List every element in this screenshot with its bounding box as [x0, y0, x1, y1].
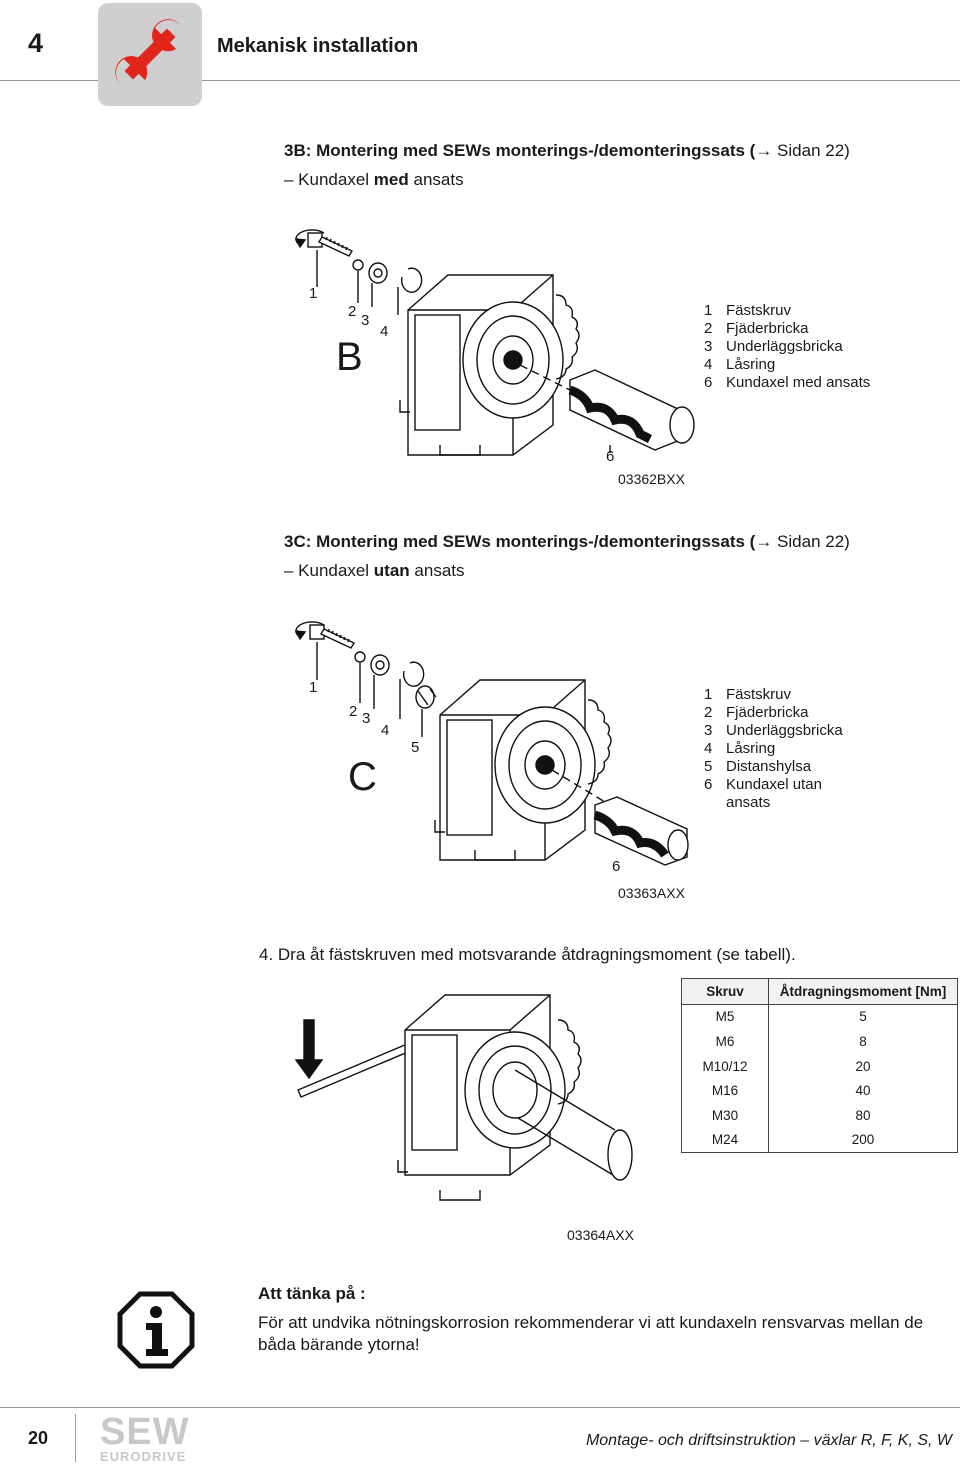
figure-torque-code: 03364AXX [567, 1227, 634, 1243]
callout-b-1: 1 [309, 285, 318, 302]
document-title: Montage- och driftsinstruktion – växlar … [585, 1432, 952, 1449]
callout-c-1: 1 [309, 679, 318, 696]
table-cell: M5 [681, 1004, 769, 1030]
column-header-screw: Skruv [681, 978, 769, 1005]
callout-b-4: 4 [380, 323, 389, 340]
table-header-row: Skruv Åtdragningsmoment [Nm] [681, 978, 958, 1005]
note-title: Att tänka på : [258, 1284, 366, 1303]
figure-c-code: 03363AXX [618, 885, 685, 901]
callout-c-2: 2 [349, 703, 358, 720]
table-cell: 80 [768, 1102, 958, 1128]
footer-separator [75, 1414, 76, 1462]
section-c-title: 3C: Montering med SEWs monterings-/demon… [284, 532, 850, 551]
table-cell: 5 [768, 1004, 958, 1030]
table-cell: 20 [768, 1053, 958, 1079]
callout-b-2: 2 [348, 303, 357, 320]
info-icon [117, 1291, 195, 1369]
callout-c-5: 5 [411, 739, 420, 756]
footer-rule [0, 1407, 960, 1408]
note-text: För att undvika nötningskorrosion rekomm… [258, 1313, 924, 1354]
logo-sub: EURODRIVE [100, 1449, 187, 1464]
callout-c-4: 4 [381, 722, 390, 739]
section-b-subtitle: – Kundaxel med ansats [284, 170, 464, 189]
table-cell: M10/12 [681, 1053, 769, 1079]
figure-c-letter: C [348, 755, 377, 799]
section-b-title: 3B: Montering med SEWs monterings-/demon… [284, 141, 850, 160]
table-cell: 40 [768, 1078, 958, 1103]
chapter-title: Mekanisk installation [217, 35, 419, 57]
chapter-number: 4 [28, 28, 44, 58]
table-cell: M6 [681, 1029, 769, 1054]
figure-torque-drawing [294, 994, 633, 1201]
wrench-icon [98, 3, 202, 106]
callout-b-6: 6 [606, 448, 615, 465]
callout-c-6: 6 [612, 858, 621, 875]
logo-main: SEW [100, 1411, 190, 1453]
figure-c-drawing [294, 621, 689, 866]
section-c-subtitle: – Kundaxel utan ansats [284, 561, 465, 580]
figure-b-drawing [294, 229, 695, 456]
table-cell: M16 [681, 1078, 769, 1103]
page-number: 20 [28, 1428, 49, 1448]
figure-b-code: 03362BXX [618, 471, 685, 487]
callout-c-3: 3 [362, 710, 371, 727]
column-header-torque: Åtdragningsmoment [Nm] [768, 978, 958, 1005]
table-cell: M24 [681, 1127, 769, 1154]
legend-item: ansats [726, 794, 771, 811]
sew-eurodrive-logo: SEW EURODRIVE [100, 1411, 204, 1464]
table-cell: 8 [768, 1029, 958, 1054]
figure-b-letter: B [336, 335, 363, 379]
table-cell: M30 [681, 1102, 769, 1128]
callout-b-3: 3 [361, 312, 370, 329]
header-rule [0, 80, 960, 81]
step-4-text: 4. Dra åt fästskruven med motsvarande åt… [259, 945, 796, 964]
table-cell: 200 [768, 1127, 958, 1154]
